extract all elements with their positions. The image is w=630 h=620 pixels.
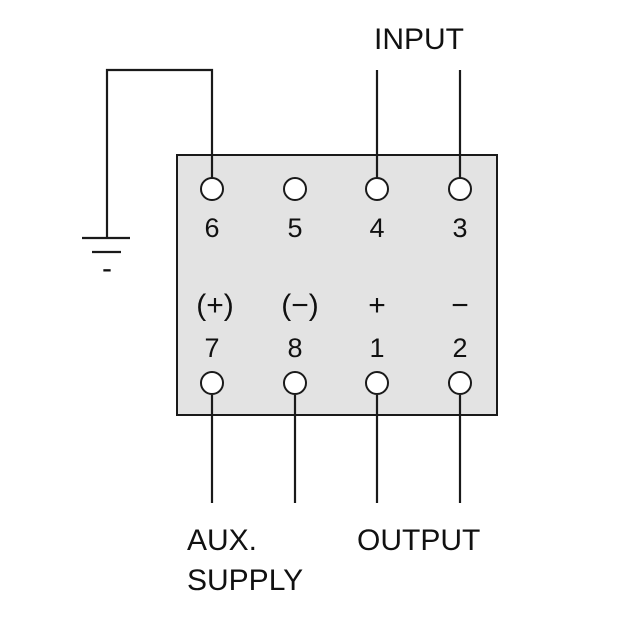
terminal-2-number: 2 bbox=[452, 333, 467, 363]
terminal-6 bbox=[200, 177, 224, 201]
terminal-5 bbox=[283, 177, 307, 201]
terminal-8-polarity: (−) bbox=[281, 289, 319, 322]
input-label: INPUT bbox=[374, 23, 464, 56]
ground-wire bbox=[105, 68, 214, 238]
ground-icon bbox=[82, 236, 130, 254]
terminal-6-number: 6 bbox=[204, 213, 219, 243]
terminal-1 bbox=[365, 371, 389, 395]
terminal-3-number: 3 bbox=[452, 213, 467, 243]
terminal-4-number: 4 bbox=[369, 213, 384, 243]
module-body bbox=[176, 154, 498, 416]
terminal-7-number: 7 bbox=[204, 333, 219, 363]
output-label: OUTPUT bbox=[357, 524, 480, 557]
aux-supply-label-line2: SUPPLY bbox=[187, 564, 303, 597]
terminal-7-polarity: (+) bbox=[196, 289, 234, 322]
terminal-4 bbox=[365, 177, 389, 201]
terminal-1-polarity: + bbox=[368, 289, 386, 322]
terminal-8 bbox=[283, 371, 307, 395]
terminal-2 bbox=[448, 371, 472, 395]
terminal-3 bbox=[448, 177, 472, 201]
aux-supply-label-line1: AUX. bbox=[187, 524, 257, 557]
terminal-1-number: 1 bbox=[369, 333, 384, 363]
ground-minus-label: - bbox=[102, 252, 112, 285]
terminal-2-polarity: − bbox=[451, 289, 469, 322]
terminal-7 bbox=[200, 371, 224, 395]
terminal-5-number: 5 bbox=[287, 213, 302, 243]
terminal-8-number: 8 bbox=[287, 333, 302, 363]
